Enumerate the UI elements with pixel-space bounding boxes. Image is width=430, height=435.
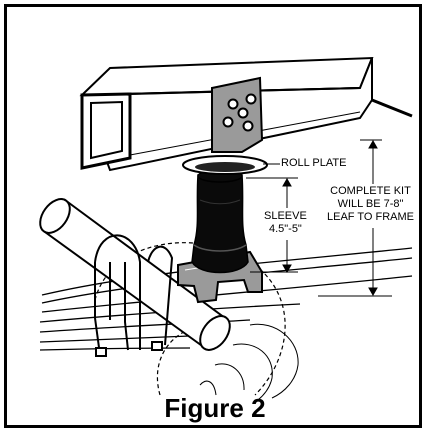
roll-plate-label: ROLL PLATE bbox=[281, 157, 347, 169]
sleeve-label: SLEEVE 4.5"-5" bbox=[264, 210, 307, 235]
kit-dimension bbox=[318, 139, 392, 297]
roll-plate bbox=[182, 155, 268, 175]
complete-kit-label: COMPLETE KIT WILL BE 7-8" LEAF TO FRAME bbox=[327, 185, 415, 223]
sleeve-dimension bbox=[246, 177, 298, 274]
hub-circles bbox=[199, 323, 299, 401]
air-sleeve bbox=[191, 169, 249, 274]
u-bolts bbox=[94, 234, 174, 357]
axle-tube bbox=[39, 198, 231, 351]
figure-caption: Figure 2 bbox=[164, 393, 266, 423]
upper-mount-plate bbox=[211, 76, 264, 153]
